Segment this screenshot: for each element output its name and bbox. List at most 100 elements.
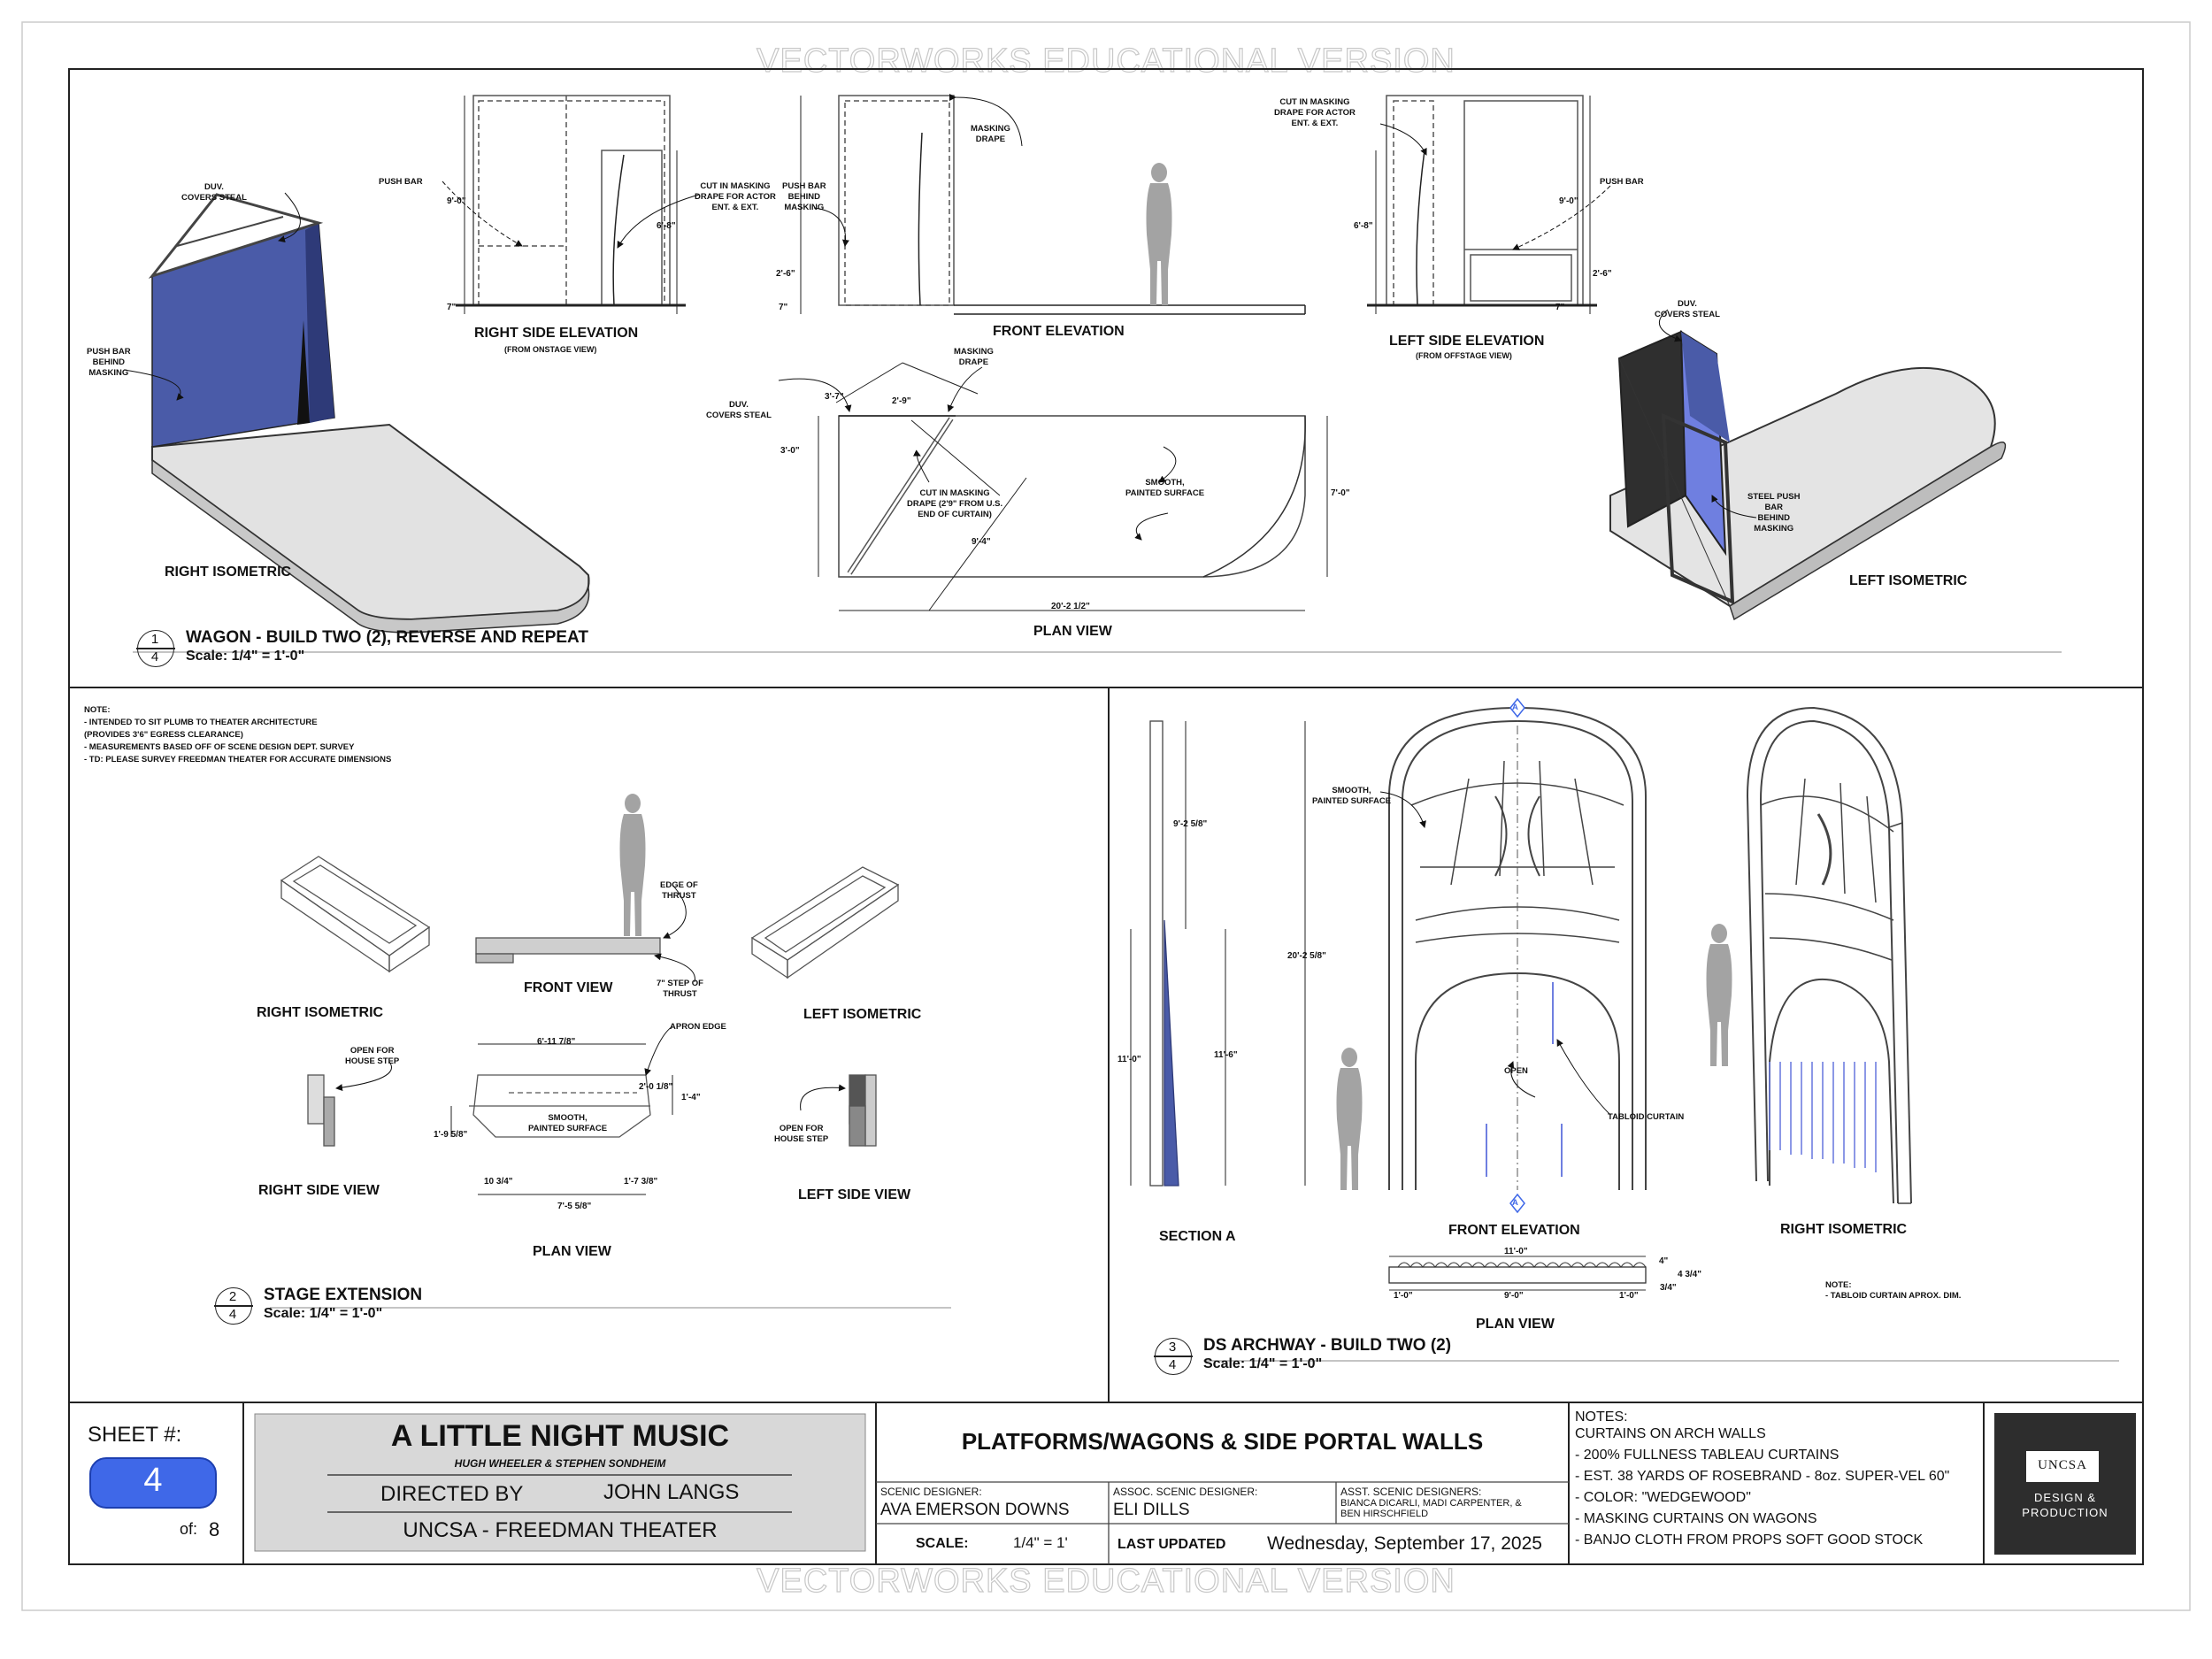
view-label-front-elevation: FRONT ELEVATION xyxy=(993,324,1125,339)
annotation-masking-drape-front: MASKING DRAPE xyxy=(971,124,1010,144)
view-label-se-left-isometric: LEFT ISOMETRIC xyxy=(803,1007,922,1022)
dim-7-right: 7" xyxy=(447,303,457,312)
dim-4-3: 4 3/4" xyxy=(1678,1270,1701,1279)
dim-3-4: 3/4" xyxy=(1660,1283,1677,1293)
dim-3-7-plan: 3'-7" xyxy=(825,392,844,402)
sheet-total: 8 xyxy=(209,1518,220,1540)
right-side-elevation xyxy=(456,95,686,314)
annotation-duv-left-iso: DUV. COVERS STEAL xyxy=(1655,299,1720,319)
dim-1-0-plan-left: 1'-0" xyxy=(1394,1291,1413,1301)
section-marker-bottom: A xyxy=(1512,1198,1518,1208)
annotation-steel-push-bar: STEEL PUSH BAR BEHIND MASKING xyxy=(1747,492,1801,534)
dim-1-0-plan-right: 1'-0" xyxy=(1619,1291,1639,1301)
view-label-plan-view-wagon: PLAN VIEW xyxy=(1033,624,1112,639)
dim-9-0-left: 9'-0" xyxy=(1559,196,1578,206)
view-label-left-isometric: LEFT ISOMETRIC xyxy=(1849,573,1968,588)
dim-7-0-plan: 7'-0" xyxy=(1331,488,1350,498)
show-title: A LITTLE NIGHT MUSIC xyxy=(390,1419,730,1453)
view-sublabel-left-side: (FROM OFFSTAGE VIEW) xyxy=(1416,351,1512,360)
annotation-duv-plan: DUV. COVERS STEAL xyxy=(706,400,772,420)
view-label-se-front-view: FRONT VIEW xyxy=(524,980,613,995)
section-a xyxy=(1130,720,1306,1187)
archway-plan-view xyxy=(1388,1256,1647,1291)
asst-designers-names: BIANCA DICARLI, MADI CARPENTER, & BEN HI… xyxy=(1340,1498,1522,1519)
dim-7-left: 7" xyxy=(1555,303,1565,312)
watermark-top: VECTORWORKS EDUCATIONAL VERSION xyxy=(757,42,1455,80)
dim-2-0: 2'-0 1/8" xyxy=(639,1082,673,1092)
watermark-bottom: VECTORWORKS EDUCATIONAL VERSION xyxy=(757,1562,1455,1600)
dim-1-4: 1'-4" xyxy=(681,1093,701,1102)
view-label-arch-right-isometric: RIGHT ISOMETRIC xyxy=(1780,1222,1908,1237)
left-isometric-wagon xyxy=(1609,330,2007,621)
drawing-scale-1: Scale: 1/4" = 1'-0" xyxy=(186,649,305,664)
view-label-se-right-isometric: RIGHT ISOMETRIC xyxy=(257,1005,384,1020)
dim-1-9: 1'-9 5/8" xyxy=(434,1130,468,1140)
stage-extension-notes: NOTE: - INTENDED TO SIT PLUMB TO THEATER… xyxy=(84,705,392,764)
annotation-apron-edge: APRON EDGE xyxy=(670,1022,726,1032)
view-label-section-a: SECTION A xyxy=(1159,1229,1236,1244)
annotation-open-house-step-right: OPEN FOR HOUSE STEP xyxy=(345,1046,400,1066)
dim-11-0-plan: 11'-0" xyxy=(1504,1247,1528,1256)
show-authors: HUGH WHEELER & STEPHEN SONDHEIM xyxy=(454,1457,666,1470)
scenic-designer-label: SCENIC DESIGNER: xyxy=(880,1486,982,1498)
drawing-title-1: WAGON - BUILD TWO (2), REVERSE AND REPEA… xyxy=(186,628,588,647)
annotation-smooth-painted-arch: SMOOTH, PAINTED SURFACE xyxy=(1312,786,1392,806)
annotation-smooth-painted-plan: SMOOTH, PAINTED SURFACE xyxy=(1125,478,1205,498)
annotation-push-bar-behind: PUSH BAR BEHIND MASKING xyxy=(87,347,131,378)
dim-2-9-plan: 2'-9" xyxy=(892,396,911,406)
section-marker-top: A xyxy=(1512,703,1518,712)
view-sublabel-right-side: (FROM ONSTAGE VIEW) xyxy=(504,345,597,354)
annotation-tabloid-curtain: TABLOID CURTAIN xyxy=(1608,1112,1685,1122)
front-elevation xyxy=(800,95,1306,315)
drawing-scale-3: Scale: 1/4" = 1'-0" xyxy=(1203,1356,1323,1371)
dim-2-6-left: 2'-6" xyxy=(1593,269,1612,279)
dim-6-11: 6'-11 7/8" xyxy=(537,1037,576,1047)
view-label-left-side-elevation: LEFT SIDE ELEVATION xyxy=(1389,334,1545,349)
drawing-scale-2: Scale: 1/4" = 1'-0" xyxy=(264,1306,383,1321)
dim-7-front: 7" xyxy=(779,303,788,312)
dim-10-3: 10 3/4" xyxy=(484,1177,513,1187)
stage-extension-drawings xyxy=(280,856,900,1195)
last-updated-value: Wednesday, September 17, 2025 xyxy=(1267,1533,1542,1554)
annotation-step-of-thrust: 7" STEP OF THRUST xyxy=(657,979,703,999)
scale-value: 1/4" = 1' xyxy=(1013,1534,1068,1551)
annotation-push-bar-right: PUSH BAR xyxy=(379,177,423,187)
scenic-designer-name: AVA EMERSON DOWNS xyxy=(880,1501,1070,1519)
view-label-se-plan-view: PLAN VIEW xyxy=(533,1244,611,1259)
annotation-tabloid-note: NOTE: - TABLOID CURTAIN APROX. DIM. xyxy=(1825,1280,1962,1301)
dim-20-2-plan: 20'-2 1/2" xyxy=(1051,602,1090,611)
annotation-push-bar-left: PUSH BAR xyxy=(1600,177,1644,187)
drawing-title-3: DS ARCHWAY - BUILD TWO (2) xyxy=(1203,1336,1452,1355)
annotation-cut-in-masking-plan: CUT IN MASKING DRAPE (2'9" FROM U.S. END… xyxy=(907,488,1003,519)
left-side-elevation xyxy=(1367,95,1597,314)
annotation-cut-in-masking-right: CUT IN MASKING DRAPE FOR ACTOR ENT. & EX… xyxy=(695,181,776,212)
dim-3-0-plan: 3'-0" xyxy=(780,446,800,456)
dim-7-5: 7'-5 5/8" xyxy=(557,1202,592,1211)
sheet-number-badge: 4 xyxy=(143,1462,163,1499)
dim-11-0-vertical: 11'-0" xyxy=(1118,1055,1141,1064)
annotation-edge-of-thrust: EDGE OF THRUST xyxy=(660,880,698,901)
scale-label: SCALE: xyxy=(916,1536,969,1551)
right-isometric-wagon xyxy=(148,193,590,634)
drawing-sheet-title: PLATFORMS/WAGONS & SIDE PORTAL WALLS xyxy=(961,1428,1484,1455)
annotation-push-bar-front: PUSH BAR BEHIND MASKING xyxy=(782,181,826,212)
assoc-designer-name: ELI DILLS xyxy=(1113,1501,1190,1519)
assoc-designer-label: ASSOC. SCENIC DESIGNER: xyxy=(1113,1486,1258,1498)
dim-20-2-arch: 20'-2 5/8" xyxy=(1287,951,1326,961)
annotation-cut-in-masking-left: CUT IN MASKING DRAPE FOR ACTOR ENT. & EX… xyxy=(1274,97,1356,128)
dim-9-0-plan: 9'-0" xyxy=(1504,1291,1524,1301)
annotation-open: OPEN xyxy=(1504,1066,1528,1076)
view-label-arch-front-elevation: FRONT ELEVATION xyxy=(1448,1223,1580,1238)
title-block-notes: NOTES: CURTAINS ON ARCH WALLS - 200% FUL… xyxy=(1575,1409,1950,1548)
dim-9-4-plan: 9'-4" xyxy=(972,537,991,547)
dim-1-7: 1'-7 3/8" xyxy=(624,1177,658,1187)
annotation-smooth-painted-se: SMOOTH, PAINTED SURFACE xyxy=(528,1113,608,1133)
dim-4: 4" xyxy=(1659,1256,1669,1266)
uncsa-logo: UNCSA xyxy=(2038,1458,2087,1472)
dim-11-6: 11'-6" xyxy=(1214,1050,1238,1060)
archway-right-isometric xyxy=(1746,706,1912,1204)
view-label-se-left-side: LEFT SIDE VIEW xyxy=(798,1187,911,1202)
sheet-number-label: SHEET #: xyxy=(88,1423,182,1447)
plan-view-wagon xyxy=(818,362,1328,611)
drawing-title-2: STAGE EXTENSION xyxy=(264,1286,423,1304)
